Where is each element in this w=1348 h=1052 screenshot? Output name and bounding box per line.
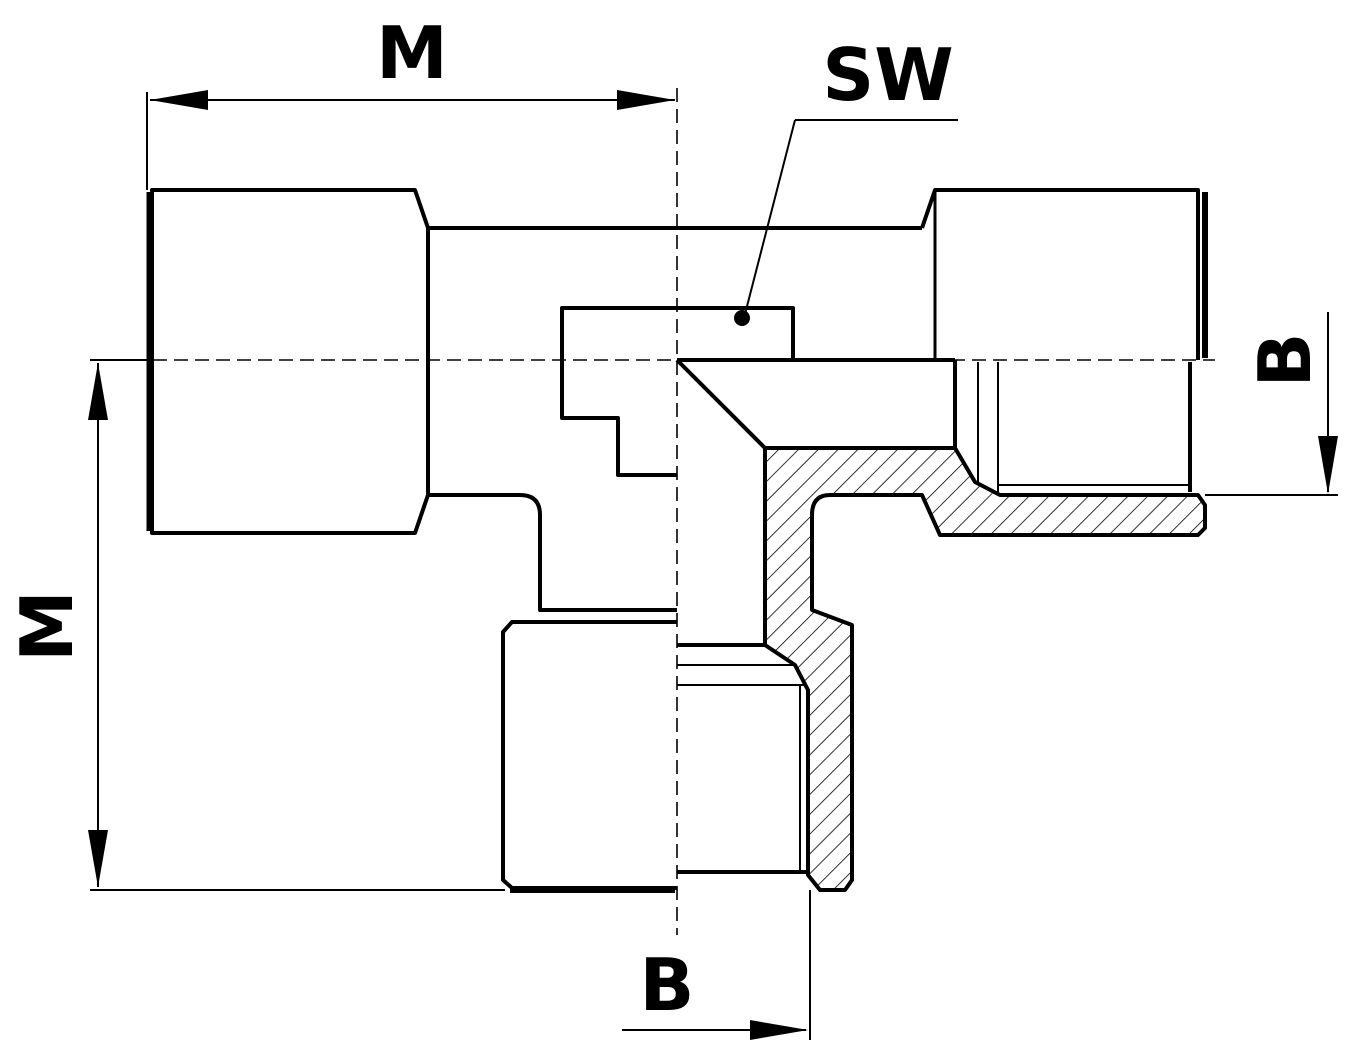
sw-leader [734,119,958,326]
label-m-left: M [5,590,89,662]
dimension-m-left [88,359,505,891]
right-thread-bore [953,360,1192,492]
dimension-b-bottom [622,890,811,1040]
dimension-b-right [1205,312,1338,496]
bottom-thread-bore [677,643,808,874]
bore-diagonal [675,358,767,640]
dimension-m-top [146,90,675,190]
bottom-nut [501,620,677,890]
section-hatch-right [763,446,1207,892]
left-nut [150,188,430,535]
right-nut [920,188,1200,360]
label-b-right: B [1243,333,1327,388]
label-sw: SW [822,33,953,117]
label-m-top: M [376,11,448,95]
inner-step [677,306,795,360]
inner-bore-outline [560,306,677,477]
label-b-bottom: B [640,943,695,1027]
body-lower-left [428,493,677,612]
